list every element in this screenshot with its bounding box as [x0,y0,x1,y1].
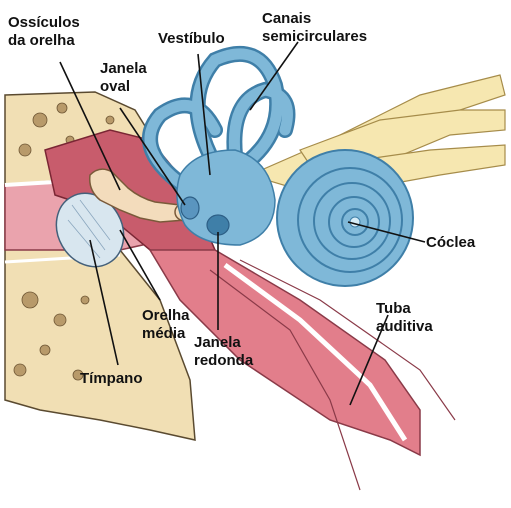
oval-window [181,197,199,219]
label-timpano-line1: Tímpano [80,370,143,388]
label-orelha-media-line1: Orelha [142,307,190,325]
label-janela-redonda: Janela redonda [194,334,253,370]
label-coclea-line1: Cóclea [426,234,475,252]
label-tuba-line2: auditiva [376,318,433,336]
label-canais: Canais semicirculares [262,10,367,46]
label-janela-redonda-line1: Janela [194,334,253,352]
label-janela-redonda-line2: redonda [194,352,253,370]
label-orelha-media: Orelha média [142,307,190,343]
label-janela-oval-line1: Janela [100,60,147,78]
label-ossiculos-line2: da orelha [8,32,80,50]
label-vestibulo: Vestíbulo [158,30,225,48]
label-canais-line2: semicirculares [262,28,367,46]
label-tuba: Tuba auditiva [376,300,433,336]
label-ossiculos-line1: Ossículos [8,14,80,32]
label-ossiculos: Ossículos da orelha [8,14,80,50]
label-janela-oval: Janela oval [100,60,147,96]
label-tuba-line1: Tuba [376,300,433,318]
label-canais-line1: Canais [262,10,367,28]
label-coclea: Cóclea [426,234,475,252]
label-janela-oval-line2: oval [100,78,147,96]
label-orelha-media-line2: média [142,325,190,343]
label-timpano: Tímpano [80,370,143,388]
label-vestibulo-line1: Vestíbulo [158,30,225,48]
